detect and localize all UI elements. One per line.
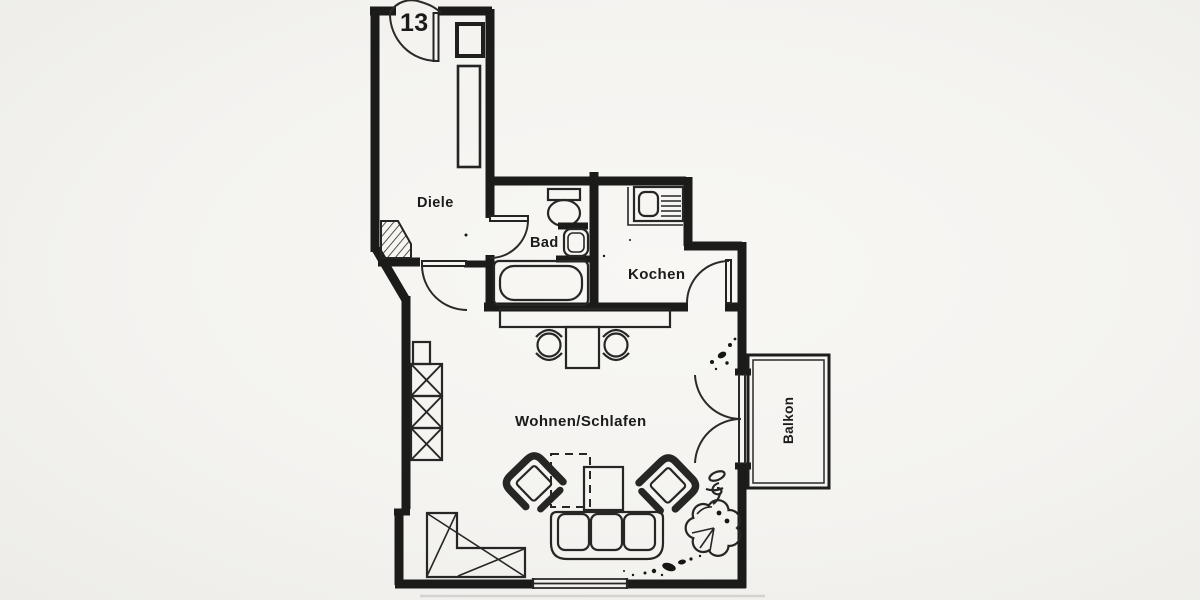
kitchen-door-leaf — [725, 259, 732, 304]
wardrobe-crossed — [409, 340, 444, 462]
room-label-balkon: Balkon — [781, 397, 796, 444]
entry-door-arc — [389, 13, 438, 62]
armchair-left — [502, 452, 567, 513]
dining-chair-right — [603, 332, 629, 358]
corner-unit-cross — [426, 513, 525, 577]
doors — [389, 12, 746, 464]
room-label-kochen: Kochen — [628, 266, 685, 283]
coffee-table — [582, 465, 625, 512]
kitchen-fixtures — [627, 185, 685, 226]
dining-chair-left-back — [535, 328, 563, 362]
dining-table-stem — [564, 325, 601, 370]
window-bottom — [531, 578, 629, 589]
armchair-left-front-bar — [537, 486, 564, 513]
sofa-seat-3 — [622, 512, 657, 552]
wardrobe-box-3-cross — [410, 427, 443, 461]
hall-fixtures — [455, 22, 485, 169]
corner-unit-outline — [425, 511, 527, 579]
bad-door-leaf — [489, 215, 529, 222]
doodle-loop-top — [708, 470, 726, 482]
splatter-cluster-bottom — [623, 554, 702, 577]
bad-door-arc — [489, 219, 529, 259]
sofa — [549, 510, 665, 561]
potted-plant — [684, 499, 742, 557]
walls — [370, 0, 765, 598]
kitchen-drainer-hatch — [661, 195, 681, 217]
stray-dot-1 — [464, 233, 468, 237]
unit-number-label: 13 — [400, 9, 429, 37]
wardrobe-box-1-cross — [410, 363, 443, 397]
armchair-right-frame — [635, 454, 700, 513]
sofa-outline — [549, 510, 665, 561]
french-door-arc-lower — [694, 417, 742, 464]
room-label-wohnen-schlafen: Wohnen/Schlafen — [515, 413, 647, 430]
entry-threshold-bump — [389, 0, 442, 14]
room-labels: 13 Diele Bad Kochen Wohnen/Schlafen Balk… — [400, 9, 796, 444]
lounge-furniture — [502, 452, 742, 561]
dining-chair-right-back — [602, 328, 630, 362]
bathroom-fixtures — [492, 187, 590, 307]
armchair-right — [635, 454, 700, 515]
plant-scalloped-outline — [684, 499, 742, 557]
stray-dot-2 — [602, 254, 606, 258]
armchair-left-frame — [502, 452, 567, 511]
kitchen-sink-basin — [637, 190, 660, 218]
wash-basin-inner — [567, 232, 585, 253]
splatter-cluster-right — [710, 337, 737, 371]
balcony — [746, 353, 831, 490]
armchair-right-front-bar — [638, 487, 664, 515]
armchair-left-seat — [515, 465, 553, 502]
doodle-dash — [705, 487, 724, 492]
wash-basin — [562, 227, 590, 258]
plant-dot-1 — [716, 510, 722, 516]
shaft-hatched — [380, 220, 412, 259]
sofa-seat-1 — [556, 512, 591, 552]
plant-dot-2 — [724, 518, 730, 524]
diele-door-leaf — [421, 260, 467, 267]
entry-door-leaf — [432, 12, 440, 62]
corner-unit-crossed — [425, 511, 527, 579]
balcony-inner — [752, 359, 825, 484]
wardrobe-top-box — [411, 340, 432, 366]
hall-cabinet — [455, 22, 485, 58]
ink-splatters — [464, 233, 737, 577]
stray-dot-3 — [629, 239, 631, 241]
kitchen-door-arc — [686, 260, 730, 304]
toilet-bowl — [546, 198, 582, 228]
hall-shelf — [456, 64, 482, 169]
bathtub-inner — [498, 264, 584, 302]
toilet-tank — [546, 187, 582, 202]
sofa-seat-2 — [589, 512, 624, 552]
french-door-arc-upper — [694, 374, 742, 421]
armchair-right-seat — [649, 467, 687, 504]
dining-sideboard — [498, 307, 672, 329]
dining-chair-left — [536, 332, 562, 358]
wardrobe-box-3 — [409, 426, 444, 462]
plant-radial-lines — [691, 506, 715, 552]
plant-doodle — [705, 470, 726, 505]
diele-door-arc — [421, 264, 468, 311]
kitchen-sink-unit — [632, 185, 685, 223]
bathtub — [492, 259, 590, 307]
kitchen-counter-edge — [627, 187, 683, 226]
balcony-outer — [746, 353, 831, 490]
room-label-bad: Bad — [530, 235, 559, 251]
dashed-table — [550, 453, 591, 508]
wardrobe-box-2-cross — [410, 395, 443, 429]
dining-set — [498, 307, 672, 370]
room-label-diele: Diele — [417, 195, 454, 211]
